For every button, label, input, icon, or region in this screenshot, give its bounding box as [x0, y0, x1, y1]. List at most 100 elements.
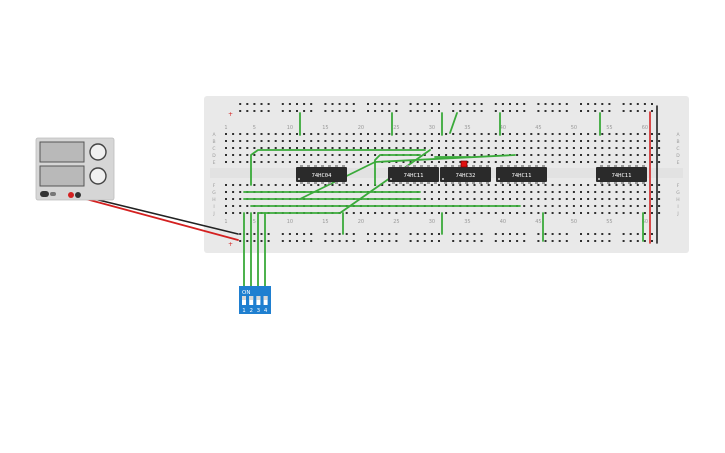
strip-hole[interactable]: [232, 205, 235, 207]
rail-hole[interactable]: [409, 110, 412, 112]
strip-hole[interactable]: [523, 191, 526, 193]
strip-hole[interactable]: [260, 147, 263, 149]
rail-hole[interactable]: [537, 240, 540, 242]
strip-hole[interactable]: [643, 161, 646, 163]
ic-chip-u5[interactable]: 74HC11: [596, 165, 647, 184]
rail-hole[interactable]: [480, 103, 483, 105]
strip-hole[interactable]: [338, 161, 341, 163]
strip-hole[interactable]: [452, 191, 455, 193]
strip-hole[interactable]: [345, 212, 348, 214]
strip-hole[interactable]: [310, 184, 313, 186]
strip-hole[interactable]: [459, 147, 462, 149]
strip-hole[interactable]: [317, 154, 320, 156]
strip-hole[interactable]: [423, 147, 426, 149]
strip-hole[interactable]: [395, 147, 398, 149]
rail-hole[interactable]: [594, 240, 597, 242]
rail-hole[interactable]: [352, 103, 355, 105]
strip-hole[interactable]: [438, 140, 440, 142]
strip-hole[interactable]: [580, 140, 582, 142]
rail-hole[interactable]: [622, 110, 625, 112]
strip-hole[interactable]: [580, 198, 582, 200]
strip-hole[interactable]: [296, 154, 298, 156]
rail-hole[interactable]: [345, 240, 348, 242]
strip-hole[interactable]: [480, 212, 483, 214]
rail-hole[interactable]: [374, 240, 377, 242]
strip-hole[interactable]: [615, 184, 618, 186]
strip-hole[interactable]: [310, 133, 313, 135]
strip-hole[interactable]: [324, 133, 327, 135]
rail-hole[interactable]: [345, 110, 348, 112]
rail-hole[interactable]: [509, 240, 511, 242]
strip-hole[interactable]: [345, 147, 348, 149]
rail-hole[interactable]: [367, 103, 369, 105]
rail-hole[interactable]: [303, 233, 306, 235]
strip-hole[interactable]: [239, 154, 242, 156]
strip-hole[interactable]: [558, 133, 561, 135]
rail-hole[interactable]: [651, 110, 653, 112]
strip-hole[interactable]: [352, 154, 355, 156]
strip-hole[interactable]: [615, 154, 618, 156]
strip-hole[interactable]: [530, 147, 533, 149]
strip-hole[interactable]: [459, 161, 462, 163]
strip-hole[interactable]: [537, 212, 540, 214]
strip-hole[interactable]: [480, 161, 483, 163]
strip-hole[interactable]: [615, 198, 618, 200]
rail-hole[interactable]: [423, 233, 426, 235]
strip-hole[interactable]: [438, 161, 440, 163]
rail-hole[interactable]: [587, 233, 590, 235]
strip-hole[interactable]: [530, 140, 533, 142]
strip-hole[interactable]: [558, 191, 561, 193]
strip-hole[interactable]: [523, 212, 526, 214]
rail-hole[interactable]: [509, 233, 511, 235]
rail-hole[interactable]: [338, 240, 341, 242]
strip-hole[interactable]: [260, 140, 263, 142]
strip-hole[interactable]: [225, 133, 227, 135]
strip-hole[interactable]: [487, 198, 490, 200]
strip-hole[interactable]: [331, 147, 334, 149]
strip-hole[interactable]: [530, 212, 533, 214]
strip-hole[interactable]: [423, 161, 426, 163]
strip-hole[interactable]: [352, 140, 355, 142]
strip-hole[interactable]: [288, 133, 291, 135]
strip-hole[interactable]: [430, 147, 433, 149]
strip-hole[interactable]: [594, 133, 597, 135]
strip-hole[interactable]: [409, 184, 412, 186]
strip-hole[interactable]: [359, 140, 362, 142]
negative-terminal[interactable]: [75, 192, 81, 198]
strip-hole[interactable]: [615, 191, 618, 193]
strip-hole[interactable]: [352, 147, 355, 149]
strip-hole[interactable]: [622, 140, 625, 142]
strip-hole[interactable]: [253, 154, 256, 156]
strip-hole[interactable]: [367, 140, 369, 142]
strip-hole[interactable]: [338, 147, 341, 149]
strip-hole[interactable]: [288, 147, 291, 149]
rail-hole[interactable]: [430, 110, 433, 112]
rail-hole[interactable]: [338, 110, 341, 112]
strip-hole[interactable]: [608, 133, 611, 135]
rail-hole[interactable]: [580, 110, 582, 112]
strip-hole[interactable]: [246, 212, 249, 214]
strip-hole[interactable]: [423, 140, 426, 142]
strip-hole[interactable]: [501, 198, 504, 200]
rail-hole[interactable]: [558, 110, 561, 112]
strip-hole[interactable]: [587, 147, 590, 149]
strip-hole[interactable]: [402, 140, 405, 142]
strip-hole[interactable]: [225, 154, 227, 156]
strip-hole[interactable]: [310, 140, 313, 142]
strip-hole[interactable]: [466, 212, 469, 214]
strip-hole[interactable]: [565, 140, 568, 142]
strip-hole[interactable]: [423, 133, 426, 135]
strip-hole[interactable]: [239, 147, 242, 149]
dip-toggle-4[interactable]: [263, 296, 268, 305]
strip-hole[interactable]: [423, 198, 426, 200]
strip-hole[interactable]: [523, 161, 526, 163]
strip-hole[interactable]: [615, 205, 618, 207]
rail-hole[interactable]: [601, 240, 604, 242]
strip-hole[interactable]: [509, 140, 511, 142]
rail-hole[interactable]: [395, 240, 398, 242]
rail-hole[interactable]: [565, 103, 568, 105]
rail-hole[interactable]: [296, 110, 298, 112]
rail-hole[interactable]: [239, 233, 242, 235]
strip-hole[interactable]: [530, 161, 533, 163]
